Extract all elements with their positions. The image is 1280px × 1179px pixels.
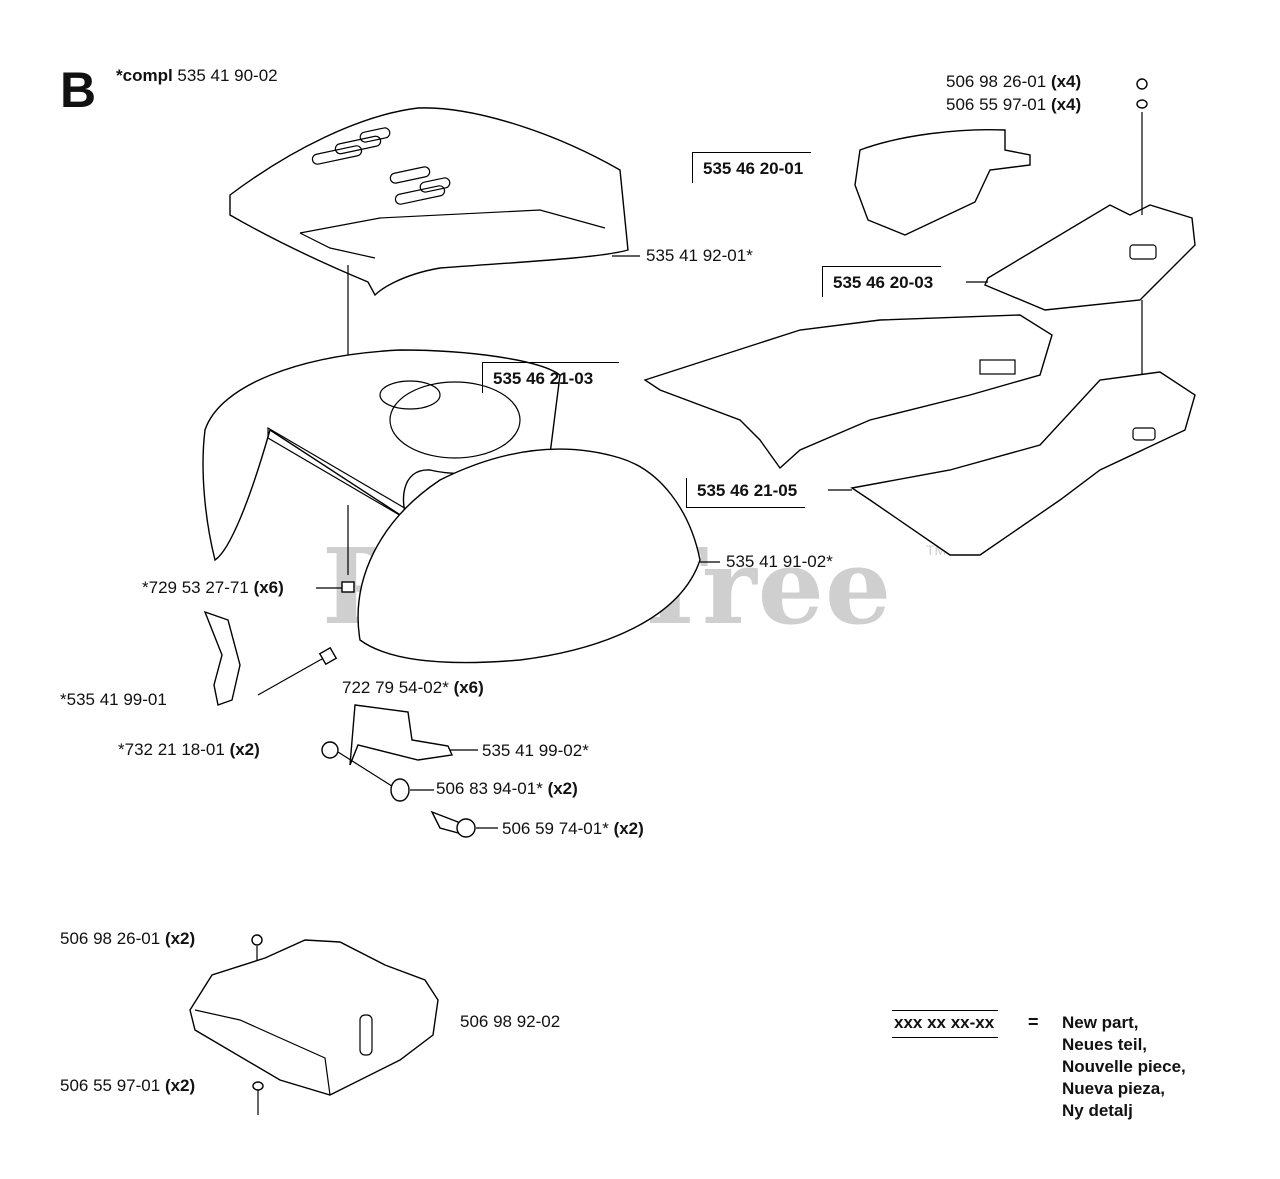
part-number: 506 59 74-01* — [502, 819, 609, 838]
part-qty: (x2) — [613, 819, 644, 838]
mats-drawing — [854, 112, 1196, 380]
part-label-washer-bottom[interactable]: 506 55 97-01 (x2) — [60, 1076, 195, 1096]
part-qty: (x4) — [1050, 95, 1082, 114]
top-cover-logo-marks — [311, 127, 451, 205]
part-label-washer[interactable]: 506 83 94-01* (x2) — [436, 779, 578, 799]
part-qty: (x2) — [164, 929, 196, 948]
legend-line: Nouvelle piece, — [1062, 1057, 1186, 1076]
part-number: *729 53 27-71 — [142, 578, 249, 597]
floor-panels-drawing — [643, 314, 1196, 556]
part-number: 722 79 54-02* — [342, 678, 449, 697]
compl-prefix: *compl — [116, 66, 173, 85]
main-housing-drawing — [202, 349, 561, 575]
part-label-pin[interactable]: 722 79 54-02* (x6) — [342, 678, 484, 698]
part-number: *732 21 18-01 — [118, 740, 225, 759]
legend-line: New part, — [1062, 1013, 1139, 1032]
legend-line: Ny detalj — [1062, 1101, 1133, 1120]
part-qty: (x2) — [229, 740, 260, 759]
part-label-small-bracket[interactable]: *535 41 99-01 — [60, 690, 167, 709]
section-letter: B — [60, 62, 97, 118]
part-label-mat-upper[interactable]: 535 46 20-01 — [692, 152, 812, 183]
part-label-screw-bottom[interactable]: 506 98 26-01 (x2) — [60, 929, 195, 949]
part-label-floor-panel[interactable]: 535 46 21-05 — [686, 478, 806, 508]
part-label-front-cover[interactable]: 535 41 91-02* — [726, 552, 833, 571]
part-label-bolt[interactable]: 506 59 74-01* (x2) — [502, 819, 644, 839]
part-qty: (x2) — [547, 779, 578, 798]
legend-equals: = — [1028, 1012, 1039, 1032]
legend-line: Nueva pieza, — [1062, 1079, 1165, 1098]
part-label-main-housing[interactable]: 535 46 21-03 — [482, 362, 619, 393]
bracket-assembly-drawing — [321, 704, 498, 838]
compl-assembly-label: *compl 535 41 90-02 — [116, 66, 278, 86]
part-number: 506 55 97-01 — [946, 95, 1047, 114]
top-cover-drawing — [229, 107, 640, 395]
part-label-washer-top[interactable]: 506 98 26-01 (x4) — [946, 72, 1081, 92]
part-qty: (x6) — [253, 578, 284, 597]
part-label-bottom-cover[interactable]: 506 98 92-02 — [460, 1012, 561, 1031]
small-parts-drawing — [203, 581, 355, 706]
legend-line: Neues teil, — [1062, 1035, 1148, 1054]
part-label-bracket[interactable]: 535 41 99-02* — [482, 741, 589, 760]
part-number: 506 98 26-01 — [60, 929, 161, 948]
legend-text: New part, Neues teil, Nouvelle piece, Nu… — [1062, 1012, 1186, 1122]
part-qty: (x4) — [1050, 72, 1082, 91]
part-number: 506 83 94-01* — [436, 779, 543, 798]
bottom-cover-drawing — [189, 78, 1148, 1115]
part-label-mat-lower[interactable]: 535 46 20-03 — [822, 266, 942, 297]
part-label-washer-top-2[interactable]: 506 55 97-01 (x4) — [946, 95, 1081, 115]
part-number: 506 98 26-01 — [946, 72, 1047, 91]
part-label-top-cover[interactable]: 535 41 92-01* — [646, 246, 753, 265]
part-qty: (x6) — [453, 678, 484, 697]
part-label-screw[interactable]: *729 53 27-71 (x6) — [142, 578, 284, 598]
part-label-nut[interactable]: *732 21 18-01 (x2) — [118, 740, 260, 760]
compl-number: 535 41 90-02 — [177, 66, 278, 85]
part-qty: (x2) — [164, 1076, 196, 1095]
part-number: 506 55 97-01 — [60, 1076, 161, 1095]
legend-sample-part: xxx xx xx-xx — [892, 1010, 999, 1038]
front-cover-drawing — [357, 448, 720, 664]
